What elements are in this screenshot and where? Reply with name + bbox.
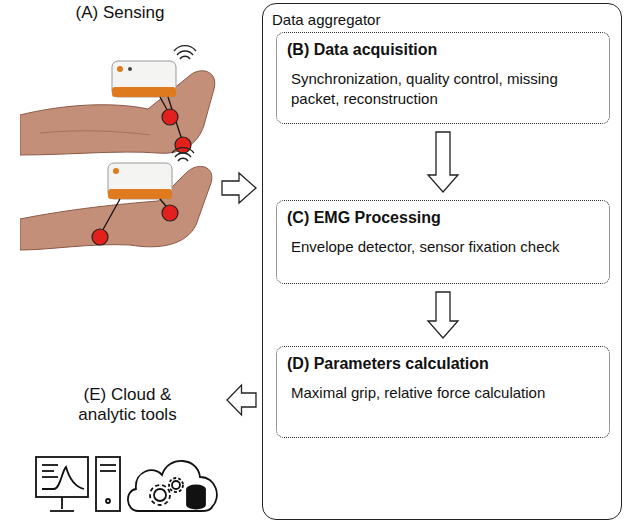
block-arrow — [222, 173, 256, 203]
process-box: (C) EMG ProcessingEnvelope detector, sen… — [276, 200, 610, 284]
stage-group: (E) Cloud & analytic tools — [30, 385, 225, 520]
step-heading: (C) EMG Processing — [287, 209, 599, 227]
step-description: Synchronization, quality control, missin… — [287, 69, 599, 110]
step-description: Maximal grip, relative force calculation — [287, 383, 599, 403]
aggregator-box: Data aggregator (B) Data acquisitionSynch… — [262, 3, 622, 520]
block-arrow — [428, 132, 458, 192]
cloud-tools-illustration — [30, 385, 230, 520]
block-arrow — [227, 385, 256, 415]
process-box: (B) Data acquisitionSynchronization, qua… — [276, 32, 610, 124]
step-description: Envelope detector, sensor fixation check — [287, 237, 599, 257]
step-heading: (B) Data acquisition — [287, 41, 599, 59]
arm-sensor-illustration — [20, 3, 220, 258]
stage-title: (A) Sensing — [74, 3, 166, 23]
stage-title: (E) Cloud & analytic tools — [63, 385, 193, 426]
group-title: Data aggregator — [263, 4, 621, 28]
process-box: (D) Parameters calculationMaximal grip, … — [276, 346, 610, 438]
block-arrow — [428, 292, 458, 338]
stage-group: (A) Sensing — [20, 3, 220, 258]
step-heading: (D) Parameters calculation — [287, 355, 599, 373]
